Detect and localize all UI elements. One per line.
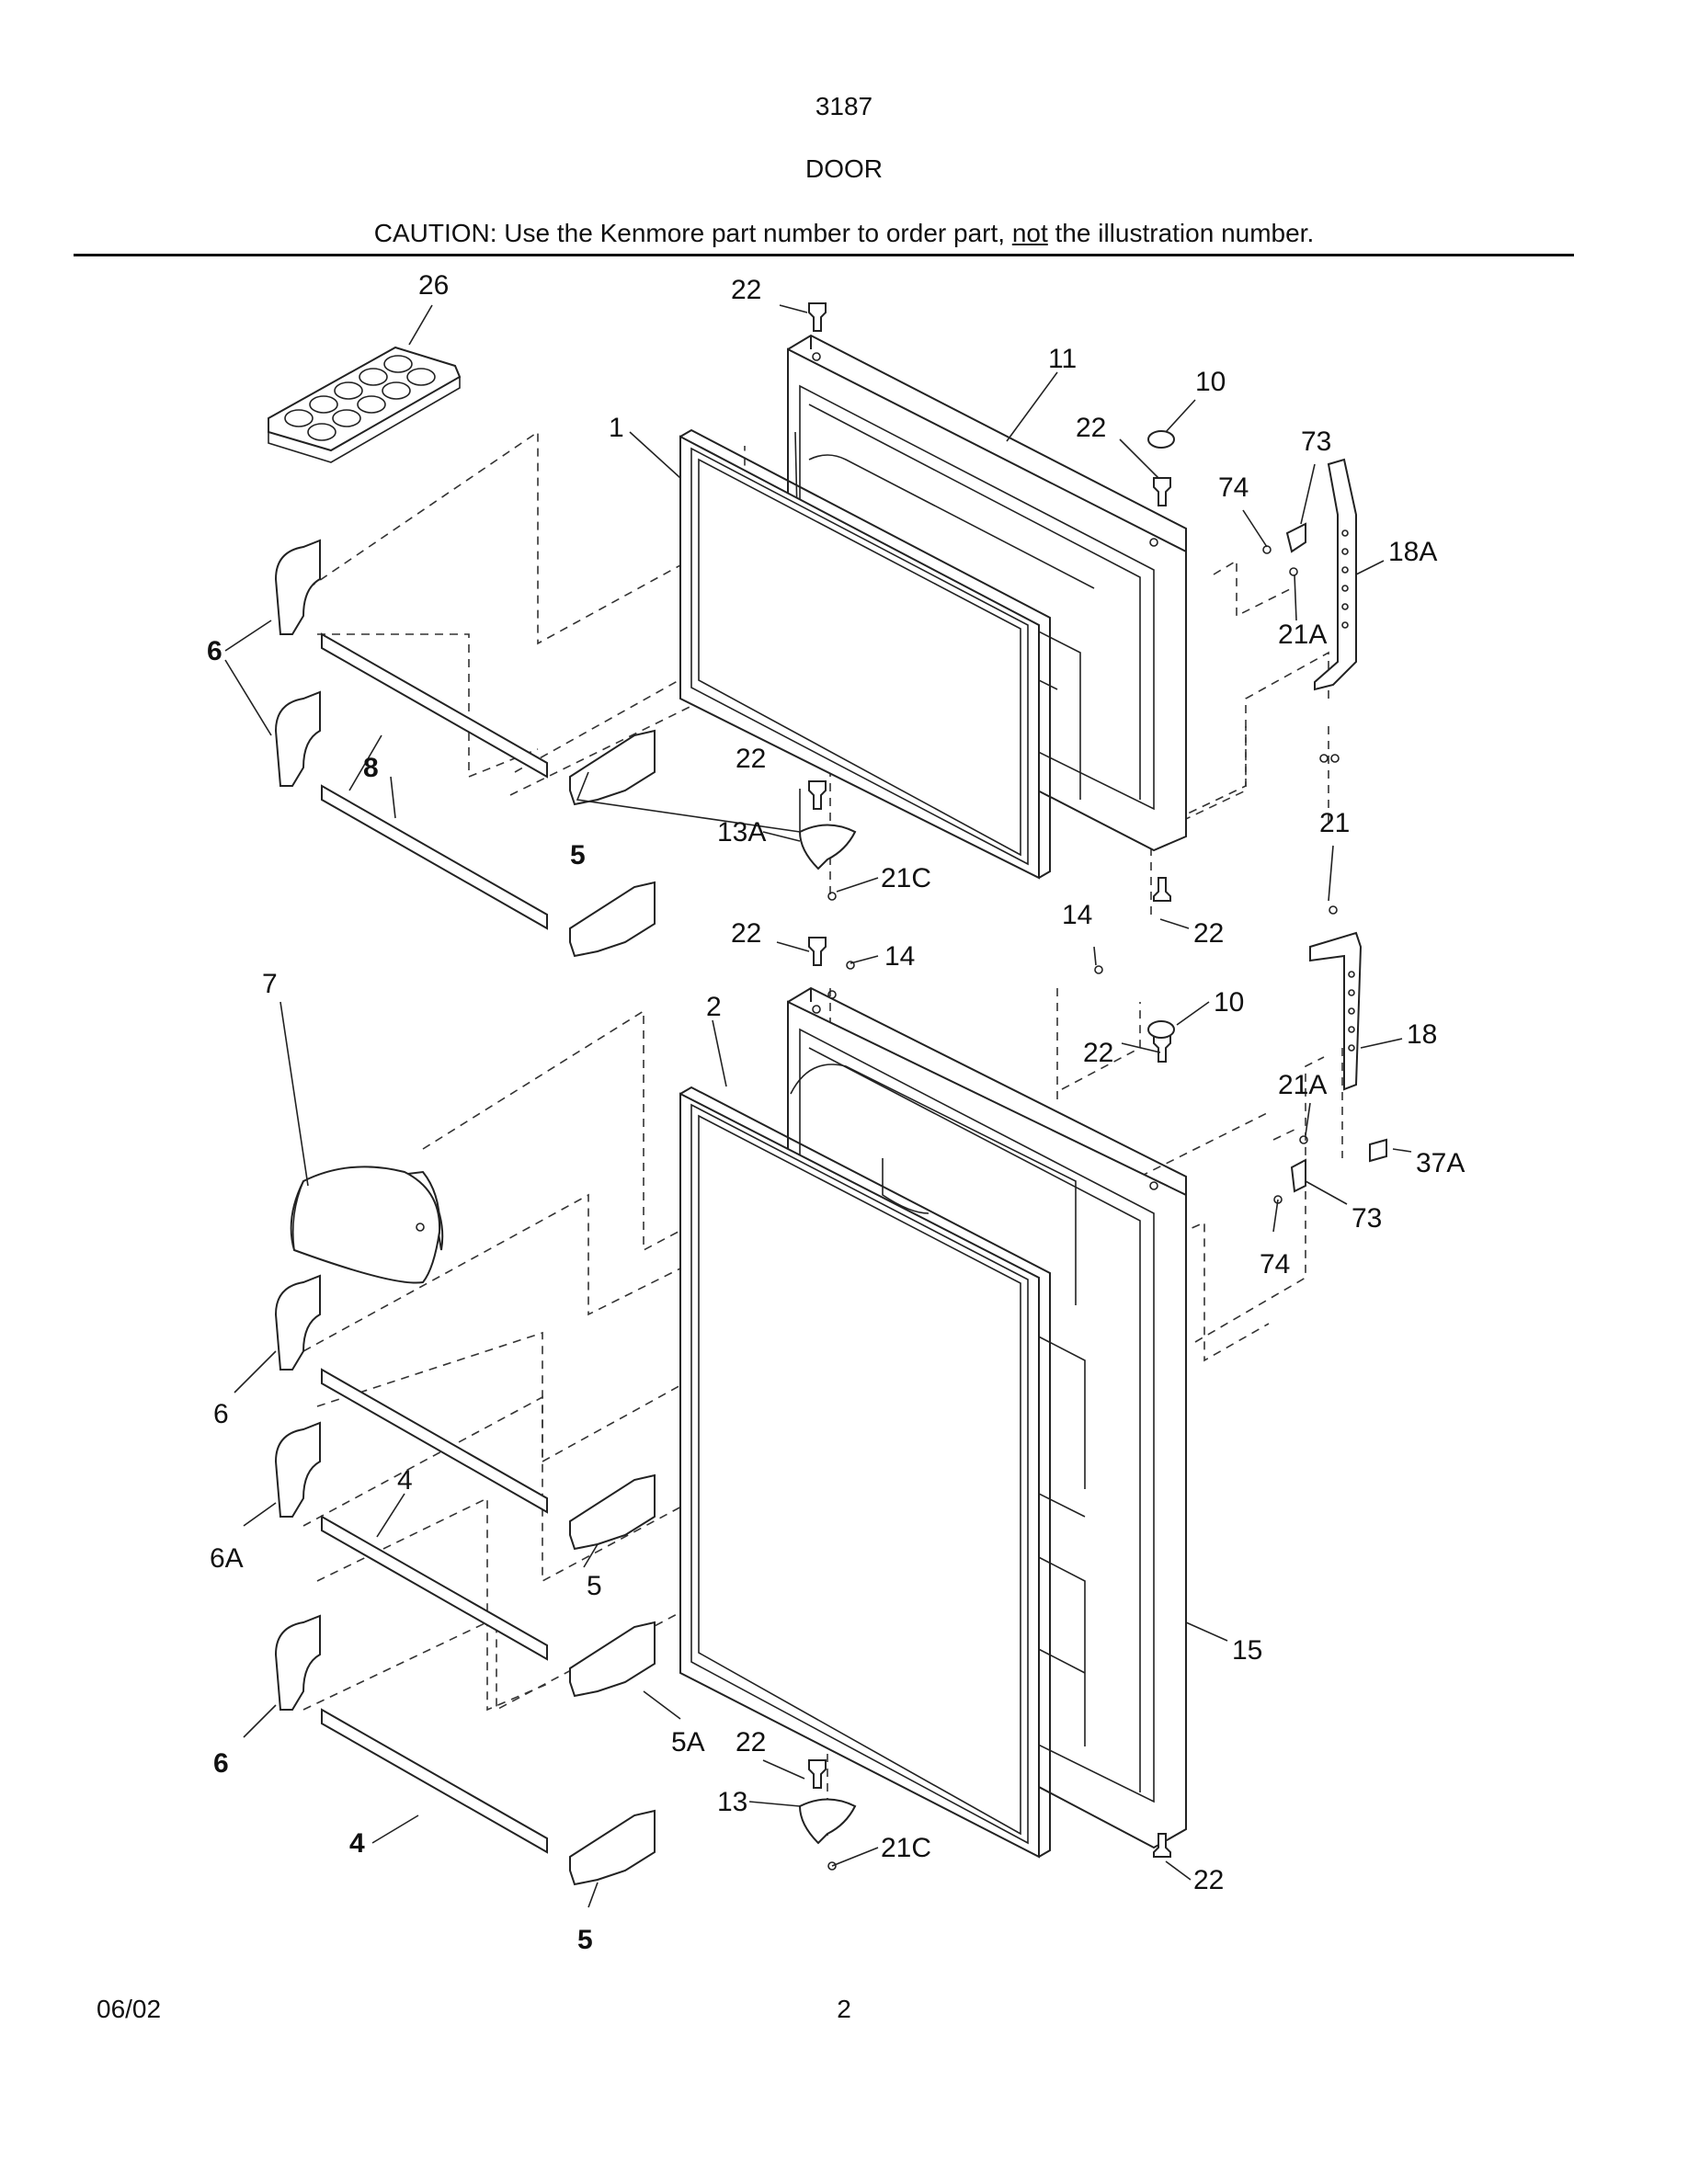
callout-10: 10: [1195, 367, 1226, 397]
callout-15: 15: [1232, 1635, 1262, 1666]
callout-4: 4: [397, 1465, 413, 1496]
callout-1: 1: [609, 413, 624, 443]
freezer-gasket-part-1: [679, 428, 1051, 880]
callout-14: 14: [1062, 900, 1092, 930]
callout-22: 22: [1083, 1038, 1113, 1068]
callout-18: 18: [1407, 1019, 1437, 1050]
hinge-hardware: [798, 302, 1387, 1871]
callout-2: 2: [706, 992, 722, 1022]
revision-date: 06/02: [97, 1995, 162, 2023]
callout-labels: 26 22 11 10 22 1 73 74 18A 21A 6 8 22 5 …: [207, 270, 1465, 1955]
callout-26: 26: [418, 270, 449, 301]
caution-note: CAUTION: Use the Kenmore part number to …: [0, 219, 1688, 248]
callout-5: 5: [587, 1571, 602, 1601]
callout-21C: 21C: [881, 1833, 931, 1863]
caution-emphasis: not: [1011, 219, 1048, 247]
callout-37A: 37A: [1416, 1148, 1465, 1178]
dairy-door-part-7: [290, 1166, 444, 1284]
callout-21A: 21A: [1278, 620, 1327, 650]
callout-5A: 5A: [671, 1727, 705, 1757]
callout-22: 22: [731, 275, 761, 305]
callout-5: 5: [577, 1925, 593, 1955]
callout-6: 6: [207, 636, 222, 666]
page-number: 2: [837, 1995, 851, 2023]
callout-22: 22: [1193, 1865, 1224, 1895]
callout-73: 73: [1352, 1203, 1382, 1234]
shelf-hardware: [274, 539, 656, 1886]
callout-10: 10: [1214, 987, 1244, 1018]
caution-prefix: CAUTION: Use the Kenmore part number to …: [373, 219, 1012, 247]
callout-6A: 6A: [210, 1543, 244, 1574]
callout-leader-lines: [224, 304, 1412, 1908]
callout-13A: 13A: [717, 817, 766, 847]
callout-74: 74: [1260, 1249, 1290, 1280]
egg-tray-part-26: [268, 346, 462, 463]
callout-4: 4: [349, 1828, 365, 1859]
callout-22: 22: [736, 744, 766, 774]
callout-11: 11: [1048, 344, 1077, 374]
section-title: DOOR: [805, 154, 883, 183]
callout-18A: 18A: [1388, 537, 1437, 567]
callout-22: 22: [736, 1727, 766, 1757]
callout-74: 74: [1218, 472, 1249, 503]
callout-22: 22: [731, 918, 761, 949]
callout-73: 73: [1301, 427, 1331, 457]
callout-6: 6: [213, 1399, 229, 1429]
header-rule: [74, 254, 1574, 256]
callout-6: 6: [213, 1748, 229, 1779]
fresh-food-gasket-part-2: [679, 1086, 1051, 1859]
callout-22: 22: [1193, 918, 1224, 949]
callout-22: 22: [1076, 413, 1106, 443]
callout-7: 7: [262, 969, 278, 999]
model-number: 3187: [815, 92, 873, 120]
callout-14: 14: [884, 941, 915, 972]
callout-21A: 21A: [1278, 1070, 1327, 1100]
callout-5: 5: [570, 840, 586, 870]
caution-suffix: the illustration number.: [1047, 219, 1315, 247]
callout-8: 8: [363, 753, 379, 783]
callout-21C: 21C: [881, 863, 931, 893]
callout-13: 13: [717, 1787, 747, 1817]
callout-21: 21: [1319, 808, 1350, 838]
